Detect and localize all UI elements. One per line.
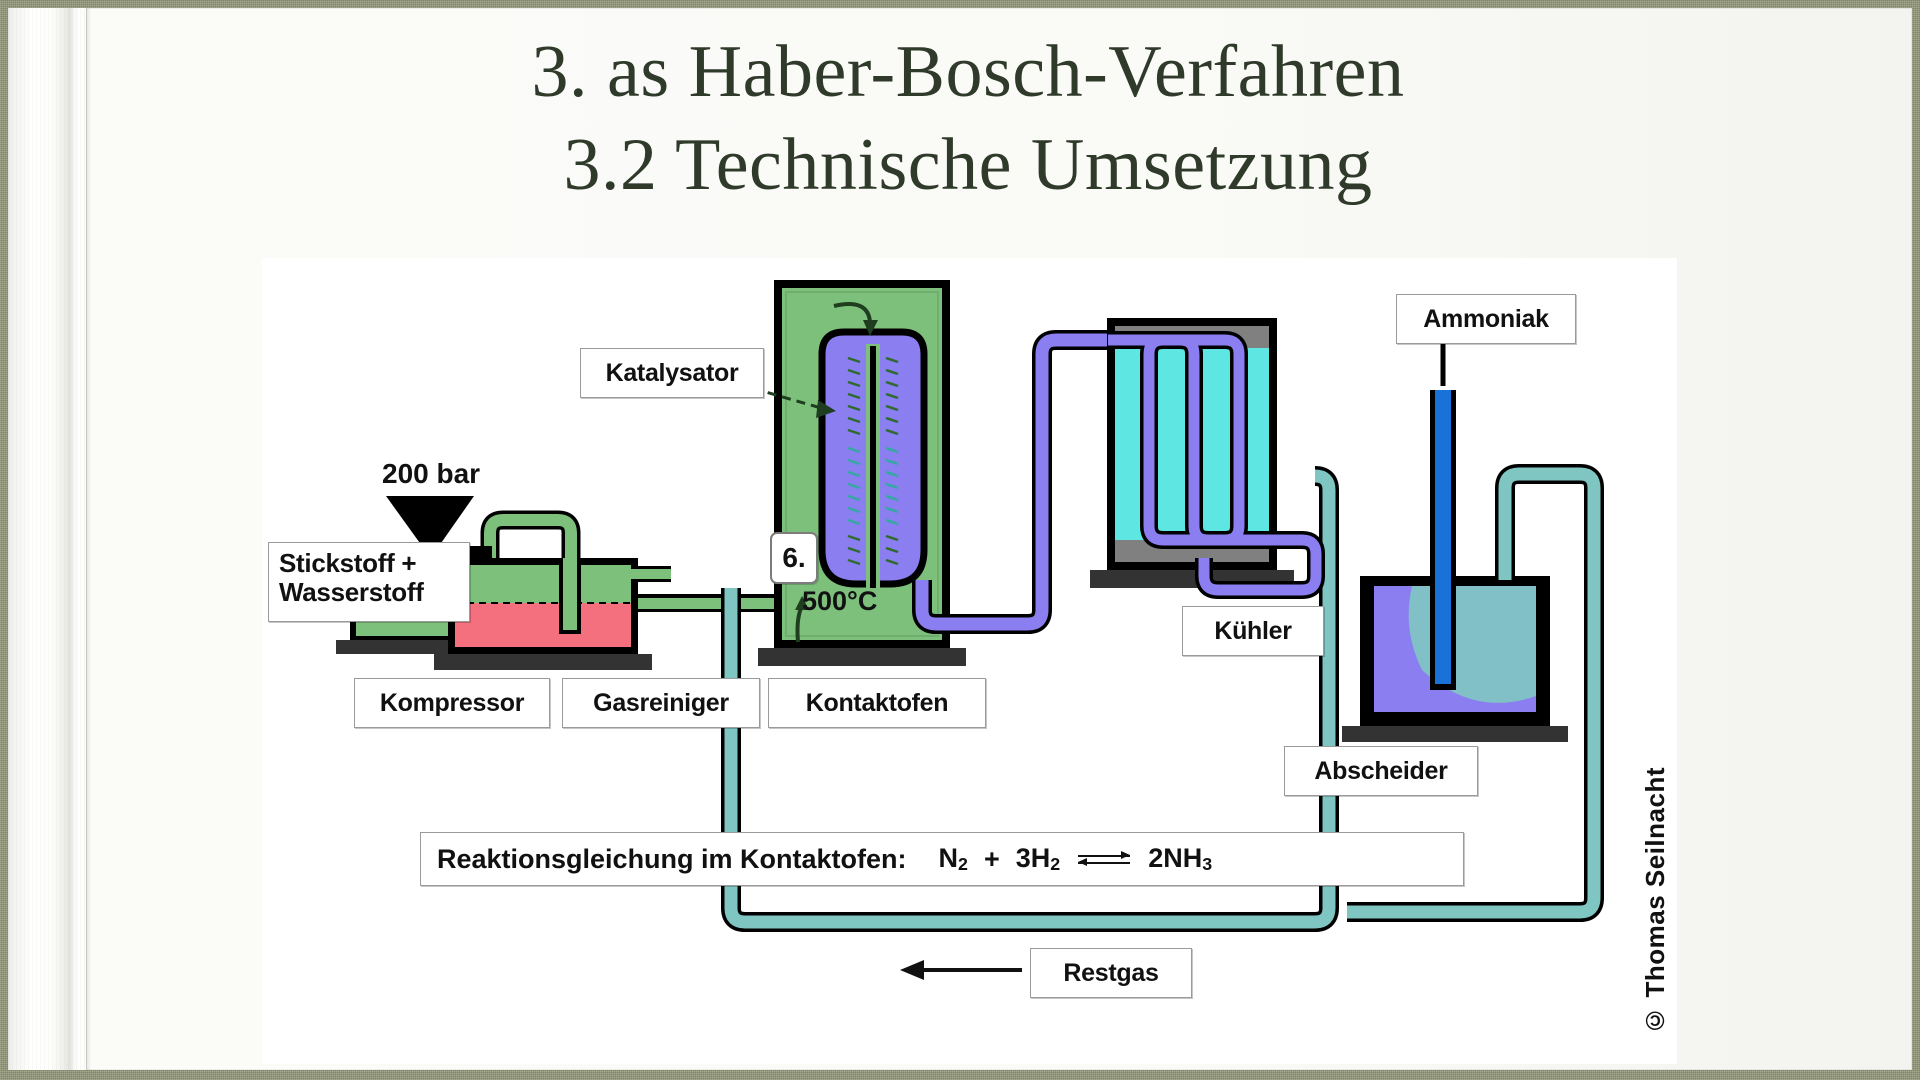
label-contact-furnace: Kontaktofen <box>768 678 986 728</box>
equation-reactant-2: 3H2 <box>1015 842 1061 875</box>
flow-curve-arrow-icon <box>833 302 878 336</box>
label-feed: Stickstoff + Wasserstoff <box>268 542 470 622</box>
separator-outlet-pipe <box>1347 464 1604 922</box>
restgas-left-arrow-icon <box>900 960 1022 980</box>
label-residual-gas: Restgas <box>1030 948 1192 998</box>
page-curl-edge <box>8 8 91 1070</box>
slide-paper: 3. as Haber-Bosch-Verfahren 3.2 Technisc… <box>8 8 1912 1070</box>
label-catalyst: Katalysator <box>580 348 764 398</box>
reaction-equation-box: Reaktionsgleichung im Kontaktofen: N2 + … <box>420 832 1464 886</box>
residual-gas-pipe <box>721 466 1339 932</box>
step-marker-6: 6. <box>770 532 818 584</box>
label-feed-line-2: Wasserstoff <box>279 577 424 608</box>
catalyst-packing-left <box>847 356 861 436</box>
copyright-notice: © Thomas Seilnacht <box>1640 767 1670 1036</box>
title-line-2: 3.2 Technische Umsetzung <box>563 123 1373 206</box>
label-compressor: Kompressor <box>354 678 550 728</box>
funnel-icon <box>386 496 474 546</box>
title-line-1: 3. as Haber-Bosch-Verfahren <box>531 31 1405 113</box>
temperature-value: 500°C <box>802 586 878 616</box>
equilibrium-arrow-icon <box>1078 851 1131 866</box>
equation-caption: Reaktionsgleichung im Kontaktofen: <box>437 843 907 874</box>
label-separator: Abscheider <box>1284 746 1478 796</box>
page-curl-texture <box>8 8 86 1070</box>
page-title: 3. as Haber-Bosch-Verfahren 3.2 Technisc… <box>188 26 1748 211</box>
cooler-unit <box>1090 318 1302 588</box>
label-gas-cleaner: Gasreiniger <box>562 678 760 728</box>
label-cooler: Kühler <box>1182 606 1324 656</box>
catalyst-packing-left-lower <box>847 446 861 526</box>
separator-unit <box>1342 304 1568 742</box>
gas-cleaner-unit <box>434 558 671 670</box>
furnace-inlet-arrow-icon <box>795 596 809 643</box>
catalyst-packing-right <box>885 356 899 436</box>
label-ammonia: Ammoniak <box>1396 294 1576 344</box>
equation-reactant-1: N2 <box>938 842 968 875</box>
equation-plus: + <box>983 843 1000 874</box>
process-flow-artwork <box>282 280 1604 980</box>
haber-bosch-diagram: Stickstoff + Wasserstoff 200 bar Katalys… <box>262 258 1677 1064</box>
label-feed-line-1: Stickstoff + <box>279 548 417 578</box>
pressure-value: 200 bar <box>382 458 481 489</box>
equation-product: 2NH3 <box>1148 842 1213 875</box>
